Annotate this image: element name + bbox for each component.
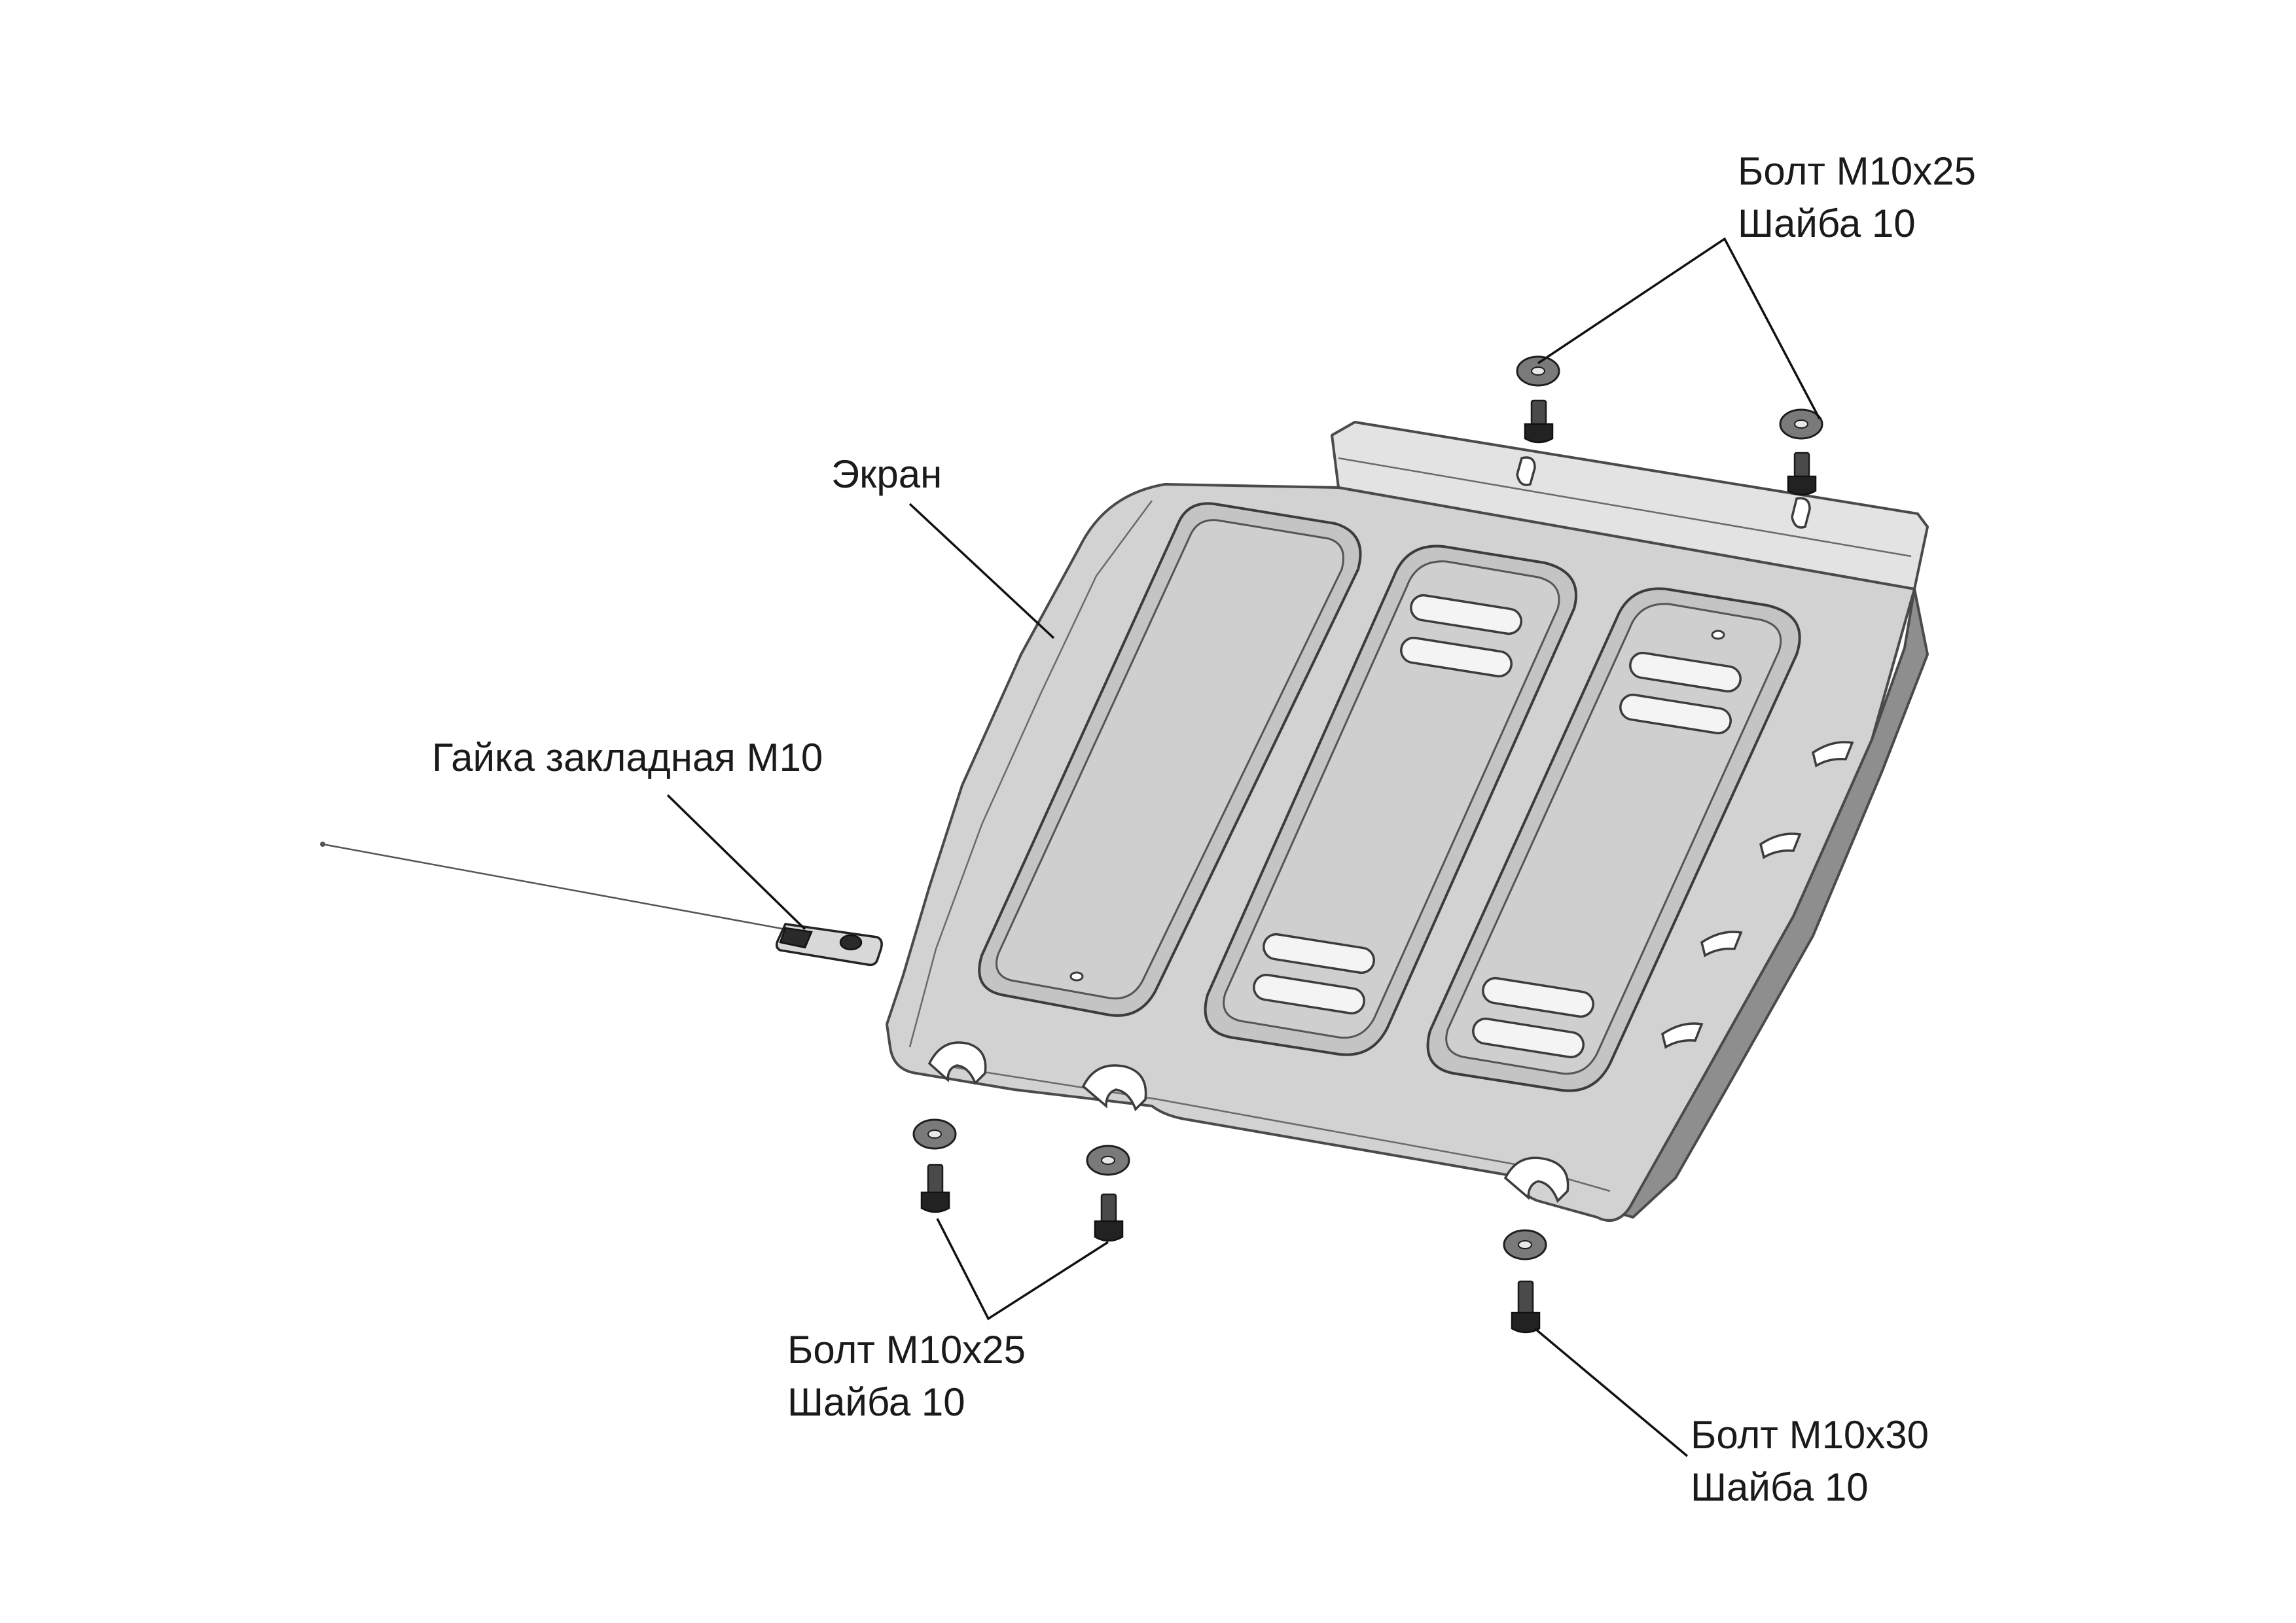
callout-bottom-right: Болт М10х30 Шайба 10	[1691, 1413, 1929, 1509]
fastener-bottom-1	[912, 1118, 957, 1213]
leader-lines	[666, 237, 1821, 1457]
embedded-nut	[320, 842, 883, 967]
callout-bottom-left: Болт М10х25 Шайба 10	[787, 1328, 1026, 1424]
recess-right	[1426, 587, 1801, 1092]
side-notch-2	[1759, 832, 1802, 859]
middle-slot-1	[1410, 594, 1522, 635]
right-slot-1	[1629, 651, 1742, 693]
right-slot-2	[1619, 693, 1732, 735]
nut-guide-wire	[322, 843, 786, 931]
callout-bottom-right-line2: Шайба 10	[1691, 1465, 1869, 1509]
bolt-icon	[1793, 452, 1810, 478]
right-slot-3	[1482, 976, 1594, 1018]
leader-top-right	[1537, 237, 1821, 419]
bolt-icon	[1517, 1280, 1534, 1315]
bolt-icon	[1530, 399, 1547, 425]
middle-slot-4	[1253, 973, 1365, 1015]
front-notch-3	[1503, 1156, 1570, 1204]
front-notch-1	[927, 1041, 987, 1086]
callout-bottom-left-line2: Шайба 10	[787, 1380, 965, 1424]
side-notch-3	[1700, 931, 1743, 957]
fastener-top-2	[1779, 408, 1823, 496]
callout-bottom-right-line1: Болт М10х30	[1691, 1413, 1929, 1457]
recess-left	[978, 502, 1362, 1017]
bolt-icon	[927, 1164, 944, 1195]
recess-right-hole	[1711, 630, 1725, 640]
fastener-bottom-3	[1503, 1229, 1547, 1334]
leader-bottom-right	[1534, 1327, 1689, 1457]
fastener-bottom-2	[1086, 1145, 1130, 1242]
nut-thread	[839, 934, 863, 951]
recess-left-hole	[1069, 971, 1084, 982]
side-notch-4	[1661, 1022, 1704, 1049]
middle-slot-2	[1400, 636, 1513, 678]
callout-top-right: Болт М10х25 Шайба 10	[1738, 149, 1976, 245]
callout-bottom-left-line1: Болт М10х25	[787, 1328, 1026, 1372]
middle-slot-3	[1263, 933, 1375, 974]
bolt-icon	[1100, 1193, 1117, 1224]
side-notch-1	[1812, 741, 1854, 768]
callout-screen: Экран	[831, 452, 942, 496]
skid-plate	[886, 421, 1929, 1222]
fastener-top-1	[1516, 355, 1560, 444]
callout-nut: Гайка закладная М10	[432, 736, 823, 779]
recess-middle	[1204, 544, 1577, 1056]
leader-screen	[908, 503, 1055, 639]
flange-notch-right	[1791, 497, 1811, 529]
callout-top-right-line2: Шайба 10	[1738, 202, 1916, 245]
flange-notch-left	[1516, 456, 1536, 486]
front-notch-2	[1081, 1064, 1147, 1112]
leader-bottom-left	[936, 1218, 1109, 1321]
callout-top-right-line1: Болт М10х25	[1738, 149, 1976, 193]
leader-nut	[666, 794, 806, 931]
right-slot-4	[1472, 1017, 1585, 1059]
